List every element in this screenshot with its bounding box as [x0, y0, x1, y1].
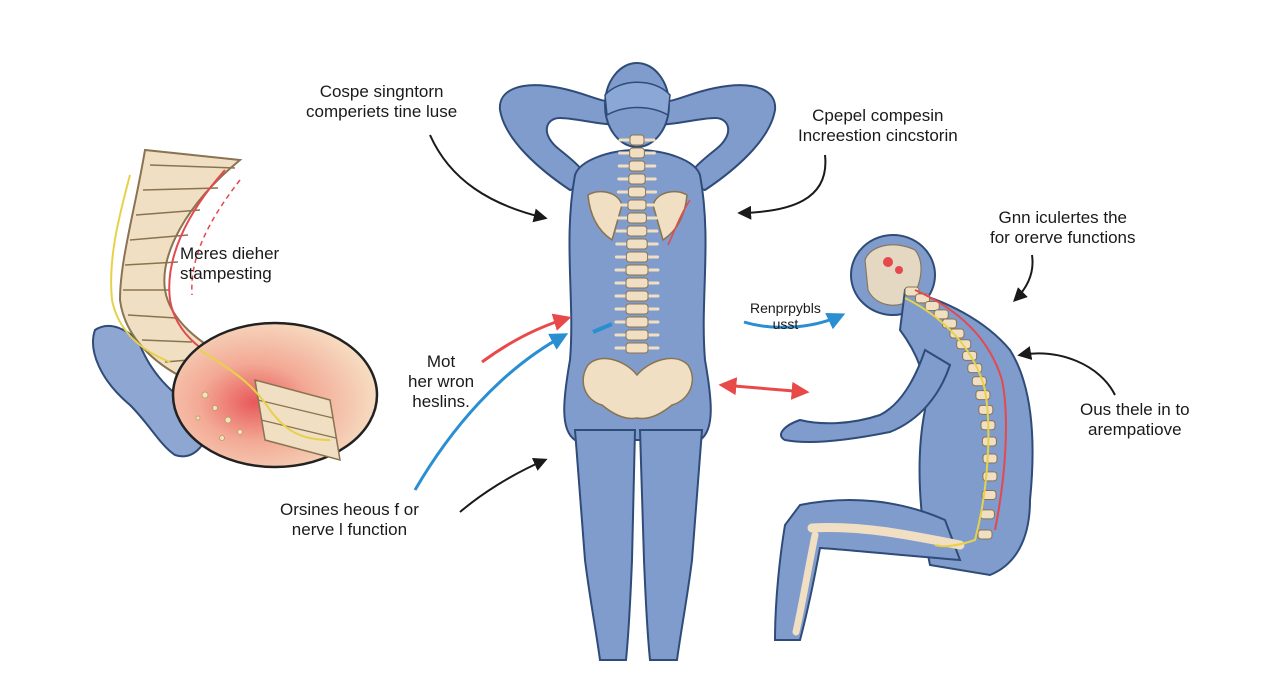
- label-bottom-left: Orsines heous f or nerve l function: [280, 500, 419, 540]
- vertebra: [627, 186, 647, 198]
- label-spine-left: Meres dieher stampesting: [180, 244, 279, 284]
- label-top-left: Cospe singntorn comperiets tine luse: [306, 82, 457, 122]
- vertebra: [628, 173, 646, 185]
- seated-nerve-red: [914, 289, 1007, 531]
- label-line: Mot: [426, 352, 456, 371]
- label-right-lower: Ous thele in to arempatiove: [1080, 400, 1190, 440]
- arrow-right-lower: [1017, 346, 1116, 396]
- seated-nerve-yellow: [904, 297, 990, 548]
- vertebra: [627, 212, 647, 224]
- label-line: Renprpybls: [750, 300, 821, 316]
- seated-leg: [773, 499, 962, 641]
- arrow-top-left: [429, 134, 548, 223]
- arrow-bottom-left: [459, 457, 548, 513]
- label-right-upper: Gnn iculertes the for orerve functions: [990, 208, 1136, 248]
- label-line: arempatiove: [1088, 420, 1182, 439]
- hands-on-head: [604, 81, 671, 117]
- label-line: Cpepel compesin: [812, 106, 944, 125]
- vertebra: [625, 277, 649, 289]
- right-shoulder-nerve: [667, 199, 691, 246]
- arrow-top-right: [737, 154, 827, 220]
- arrow-red-upper: [481, 313, 572, 364]
- brain-spot: [883, 257, 893, 267]
- figure-pelvis: [582, 357, 693, 420]
- vertebra: [924, 300, 940, 311]
- label-top-right: Cpepel compesin Increestion cincstorin: [798, 106, 958, 146]
- label-line: for orerve functions: [990, 228, 1136, 247]
- arrow-blue-long: [413, 333, 569, 491]
- magnified-nerve: [199, 349, 331, 441]
- label-mid-left: Mot her wron heslins.: [408, 352, 474, 412]
- center-spine: [614, 134, 660, 354]
- arrow-right-upper: [1013, 254, 1034, 302]
- seated-figure: [773, 234, 1034, 641]
- curved-spine-illustration: [92, 148, 379, 469]
- vertebra: [626, 225, 648, 237]
- label-line: Meres dieher: [180, 244, 280, 263]
- label-line: Gnn iculertes the: [998, 208, 1128, 227]
- label-line: heslins.: [412, 392, 470, 411]
- vertebra: [979, 509, 995, 520]
- vertebra: [625, 342, 649, 354]
- arrow-red-double: [718, 377, 810, 400]
- seated-arm: [780, 348, 952, 444]
- vertebra: [982, 453, 998, 464]
- label-line: Increestion cincstorin: [798, 126, 958, 145]
- annotation-arrows: [413, 134, 1116, 513]
- vertebra: [975, 390, 991, 401]
- vertebra: [981, 489, 997, 500]
- standing-figure: [498, 62, 777, 661]
- label-line: comperiets tine luse: [306, 102, 458, 121]
- seated-tibia: [792, 531, 819, 636]
- vertebra: [628, 160, 646, 172]
- vertebra: [625, 303, 649, 315]
- vertebra: [625, 316, 649, 328]
- inflammation-spots: [195, 391, 243, 441]
- label-line: Cospe singntorn: [319, 82, 444, 101]
- vertebra: [625, 251, 649, 263]
- label-right-mid: Renprpybls usst: [750, 300, 821, 332]
- brain-spot: [895, 266, 903, 274]
- vertebra: [977, 529, 993, 540]
- vertebra: [978, 404, 994, 415]
- spinal-nerve-yellow: [110, 174, 171, 363]
- seated-femur: [807, 522, 965, 550]
- left-shoulder-blade: [587, 190, 623, 242]
- vertebra: [625, 290, 649, 302]
- label-line: usst: [772, 316, 799, 332]
- figure-right-leg: [638, 429, 704, 661]
- label-line: nerve l function: [291, 520, 408, 539]
- vertebra: [933, 309, 949, 320]
- vertebra: [629, 147, 645, 159]
- arrow-blue-small: [592, 322, 613, 334]
- vertebra: [627, 199, 647, 211]
- label-line: Ous thele in to: [1080, 400, 1190, 419]
- figure-left-leg: [573, 429, 637, 661]
- vertebra: [626, 238, 648, 250]
- vertebra: [625, 329, 649, 341]
- vertebra: [629, 134, 645, 146]
- spinal-nerve-dashed: [191, 179, 241, 296]
- vertebra: [625, 264, 649, 276]
- label-line: her wron: [408, 372, 475, 391]
- label-line: stampesting: [180, 264, 272, 283]
- arrow-blue-right: [743, 312, 846, 330]
- label-line: Orsines heous f or: [280, 500, 419, 519]
